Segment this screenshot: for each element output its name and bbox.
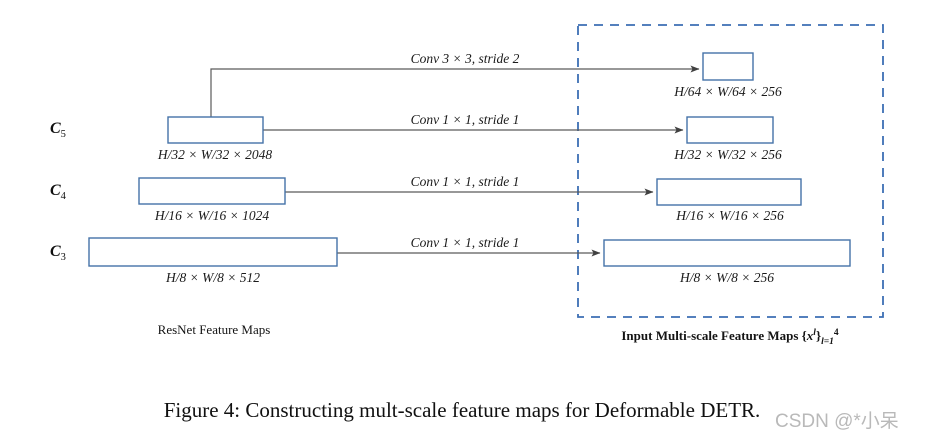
output-box-h64	[702, 52, 754, 81]
output-box-h16	[656, 178, 802, 206]
level-label-c3: C3	[50, 243, 66, 263]
conv-label-1x1-stride1-c5: Conv 1 × 1, stride 1	[411, 112, 520, 127]
multiscale-group-caption: Input Multi-scale Feature Maps {xl}l=14	[621, 328, 839, 347]
feature-map-box-c4	[138, 177, 286, 205]
figure-caption: Figure 4: Constructing mult-scale featur…	[164, 398, 761, 422]
level-label-c5: C5	[50, 120, 66, 140]
output-feature-map-h32: H/32 × W/32 × 256	[673, 116, 782, 162]
conv-label-1x1-stride1-c3: Conv 1 × 1, stride 1	[411, 235, 520, 250]
output-feature-map-h8: H/8 × W/8 × 256	[603, 239, 851, 285]
output-box-h8	[603, 239, 851, 267]
feature-map-c3: C3 H/8 × W/8 × 512	[50, 237, 338, 285]
dim-label-c5: H/32 × W/32 × 2048	[157, 147, 272, 162]
feature-map-c4: C4 H/16 × W/16 × 1024	[50, 177, 286, 223]
csdn-watermark: CSDN @*小呆	[775, 410, 899, 432]
connection-conv-1x1-stride1-c3: Conv 1 × 1, stride 1	[337, 235, 601, 257]
resnet-group-caption: ResNet Feature Maps	[158, 322, 271, 337]
connection-conv-1x1-stride1-c5: Conv 1 × 1, stride 1	[263, 112, 684, 134]
dim-label-h32: H/32 × W/32 × 256	[673, 147, 782, 162]
dim-label-c3: H/8 × W/8 × 512	[165, 270, 260, 285]
multiscale-group-dashed-box	[577, 24, 884, 318]
level-label-c4: C4	[50, 182, 67, 202]
feature-map-box-c5	[167, 116, 264, 144]
connection-conv-1x1-stride1-c4: Conv 1 × 1, stride 1	[285, 174, 654, 196]
conv-label-3x3-stride2: Conv 3 × 3, stride 2	[411, 51, 520, 66]
feature-map-c5: C5 H/32 × W/32 × 2048	[50, 116, 272, 162]
dim-label-h16: H/16 × W/16 × 256	[675, 208, 784, 223]
dim-label-c4: H/16 × W/16 × 1024	[154, 208, 269, 223]
connection-conv-3x3-stride2: Conv 3 × 3, stride 2	[210, 51, 700, 117]
output-feature-map-h64: H/64 × W/64 × 256	[673, 52, 782, 99]
output-box-h32	[686, 116, 774, 144]
feature-map-box-c3	[88, 237, 338, 267]
dim-label-h64: H/64 × W/64 × 256	[673, 84, 782, 99]
output-feature-map-h16: H/16 × W/16 × 256	[656, 178, 802, 223]
conv-label-1x1-stride1-c4: Conv 1 × 1, stride 1	[411, 174, 520, 189]
dim-label-h8: H/8 × W/8 × 256	[679, 270, 774, 285]
